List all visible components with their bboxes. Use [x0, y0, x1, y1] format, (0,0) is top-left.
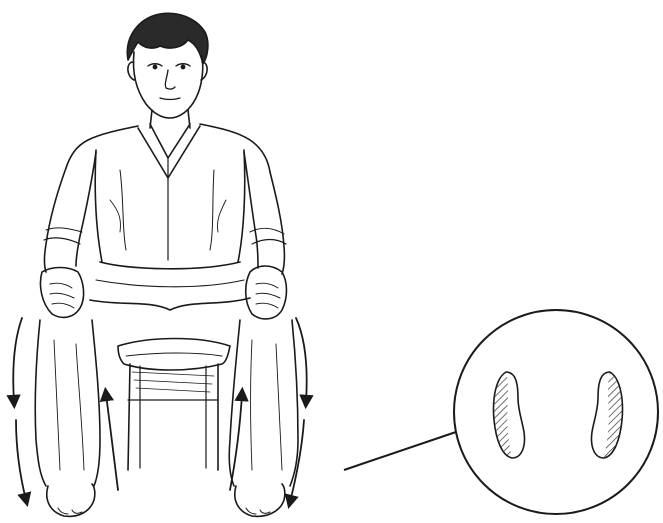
- right-foot: [235, 484, 285, 516]
- arrow-up-inner-left: [106, 394, 118, 490]
- detail-callout: [344, 310, 658, 514]
- arrow-down-outer-left-upper: [13, 318, 22, 402]
- callout-leader-line: [344, 432, 456, 470]
- callout-circle: [454, 310, 658, 514]
- left-leg: [35, 320, 100, 486]
- stool: [118, 339, 230, 471]
- right-leg: [229, 320, 298, 486]
- right-arm: [244, 152, 286, 274]
- left-fist: [40, 268, 83, 318]
- left-foot: [47, 484, 95, 516]
- right-fist: [246, 266, 287, 319]
- left-arm: [44, 152, 96, 272]
- arrow-down-outer-left-lower: [16, 420, 26, 500]
- head: [127, 13, 208, 118]
